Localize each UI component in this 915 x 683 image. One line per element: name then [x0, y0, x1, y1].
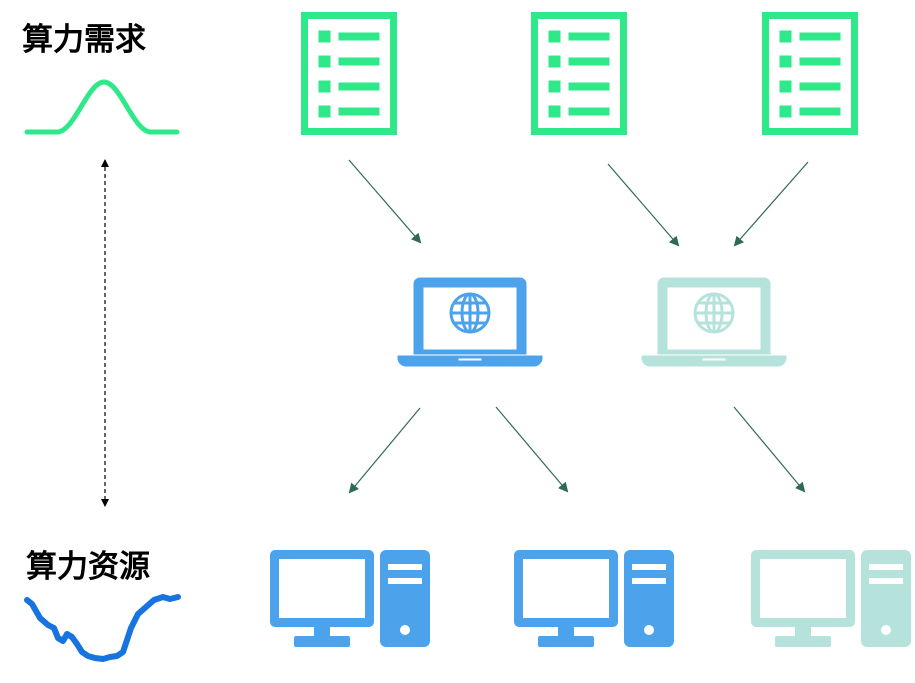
edge-laptop2-desktop3 [733, 406, 806, 493]
desktop-3-computer-icon [751, 550, 911, 647]
resource-label: 算力资源 [26, 549, 150, 585]
task-document-1-icon [305, 16, 394, 132]
desktop-1-computer-icon [270, 550, 430, 647]
edge-laptop1-desktop2 [495, 406, 569, 493]
laptop-1-globe-icon [396, 276, 544, 368]
edge-task3-laptop2 [733, 161, 809, 247]
edge-laptop1-desktop1 [348, 407, 421, 494]
edge-task2-laptop2 [607, 163, 680, 247]
edge-task1-laptop1 [348, 159, 422, 244]
demand-label: 算力需求 [22, 22, 146, 58]
task-document-2-icon [535, 16, 624, 132]
laptop-2-globe-icon [640, 276, 788, 368]
task-document-3-icon [766, 16, 855, 132]
resource-curve [24, 594, 181, 662]
desktop-2-computer-icon [514, 550, 674, 647]
demand-curve [24, 79, 180, 135]
